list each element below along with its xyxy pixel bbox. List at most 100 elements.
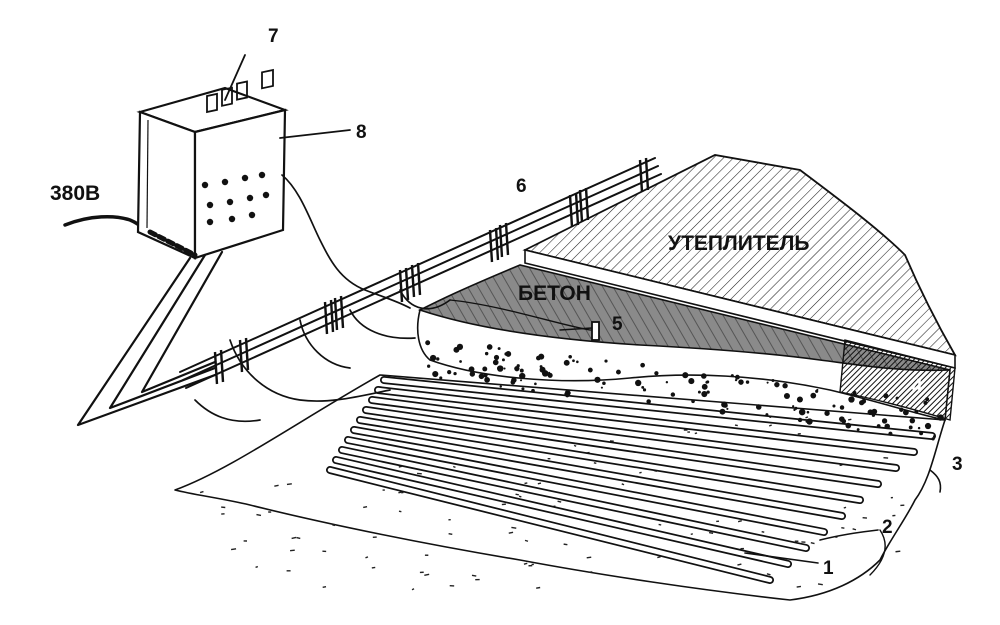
gravel: [478, 373, 485, 380]
speckle: [694, 432, 698, 435]
gravel: [871, 408, 878, 415]
gravel: [504, 352, 508, 356]
clamp: [584, 187, 590, 221]
gravel: [493, 354, 500, 361]
conductor-core: [375, 387, 917, 455]
speckle: [537, 482, 542, 485]
gravel: [794, 406, 798, 410]
speckle: [690, 533, 693, 536]
heating-conductors: [326, 376, 936, 584]
knob: [248, 211, 256, 219]
clamp: [244, 337, 250, 371]
gravel: [932, 435, 936, 438]
gravel: [697, 390, 701, 394]
speckle: [398, 491, 402, 494]
gravel: [484, 351, 489, 356]
clamp: [339, 295, 345, 329]
gravel: [783, 393, 790, 400]
label-7: 7: [268, 26, 279, 47]
meter-1: [206, 92, 218, 114]
knob: [226, 198, 234, 206]
gravel: [482, 366, 488, 372]
label-1: 1: [823, 558, 834, 579]
gravel: [492, 359, 499, 366]
gravel: [646, 400, 650, 404]
speckle: [365, 556, 369, 559]
gravel: [909, 417, 916, 424]
temperature-probe: [559, 321, 600, 341]
clamp: [329, 299, 335, 333]
gravel: [501, 358, 505, 362]
gravel: [469, 371, 476, 377]
gravel: [824, 410, 830, 416]
speckle: [518, 495, 522, 498]
gravel: [861, 398, 867, 404]
gravel: [503, 367, 506, 370]
box-side: [136, 110, 197, 260]
concrete-label: БЕТОН: [518, 282, 591, 305]
leader-lines: [744, 469, 942, 576]
insulation-label: УТЕПЛИТЕЛЬ: [668, 232, 809, 255]
gravel: [848, 396, 855, 403]
speckle: [805, 416, 809, 419]
gravel: [845, 422, 852, 429]
gravel: [547, 372, 553, 378]
label-4: 4: [912, 376, 923, 397]
speckle: [286, 483, 292, 486]
gravel: [429, 354, 437, 362]
speckle: [593, 462, 597, 465]
gravel: [534, 382, 537, 386]
clamp: [410, 264, 416, 298]
speckle: [371, 566, 376, 569]
knob: [241, 174, 249, 182]
layer-4-wedge: [839, 339, 956, 421]
speckle: [291, 536, 297, 540]
label-2: 2: [882, 517, 893, 538]
speckle: [639, 471, 642, 474]
knob: [206, 201, 214, 209]
gravel: [576, 360, 579, 364]
gravel: [616, 369, 621, 375]
speckle: [734, 424, 738, 427]
gravel: [602, 381, 606, 386]
knob: [246, 194, 254, 202]
speckle: [737, 520, 742, 523]
label-6: 6: [516, 176, 527, 197]
gravel: [738, 379, 744, 385]
clamp: [644, 157, 650, 191]
gravel: [899, 407, 904, 412]
insulation-top: [522, 154, 957, 357]
gravel: [453, 346, 460, 353]
gravel: [705, 381, 709, 384]
gravel: [425, 340, 431, 346]
clamp: [574, 192, 580, 226]
gravel: [541, 370, 549, 377]
speckle: [424, 573, 430, 576]
gravel: [447, 370, 452, 375]
speckle: [523, 562, 528, 565]
gravel: [688, 378, 695, 385]
gravel: [908, 425, 913, 430]
gravel: [453, 371, 457, 376]
gravel: [682, 372, 689, 379]
speckle: [511, 526, 517, 529]
conductor-core: [381, 377, 935, 439]
connection-wires: [194, 174, 599, 423]
knob: [206, 218, 214, 226]
speckle: [508, 531, 514, 534]
conductor-core: [369, 397, 899, 471]
conductor-core: [345, 437, 827, 535]
speckle: [199, 490, 204, 494]
gravel: [514, 365, 520, 372]
gravel: [519, 372, 526, 380]
gravel: [427, 364, 431, 368]
conductor-core: [327, 467, 773, 583]
clamp: [638, 159, 644, 193]
speckle: [296, 536, 301, 540]
speckle: [621, 483, 625, 486]
gravel: [483, 373, 488, 378]
gravel: [510, 379, 516, 385]
gravel: [792, 405, 795, 408]
label-5: 5: [612, 314, 623, 335]
gravel: [876, 424, 881, 428]
